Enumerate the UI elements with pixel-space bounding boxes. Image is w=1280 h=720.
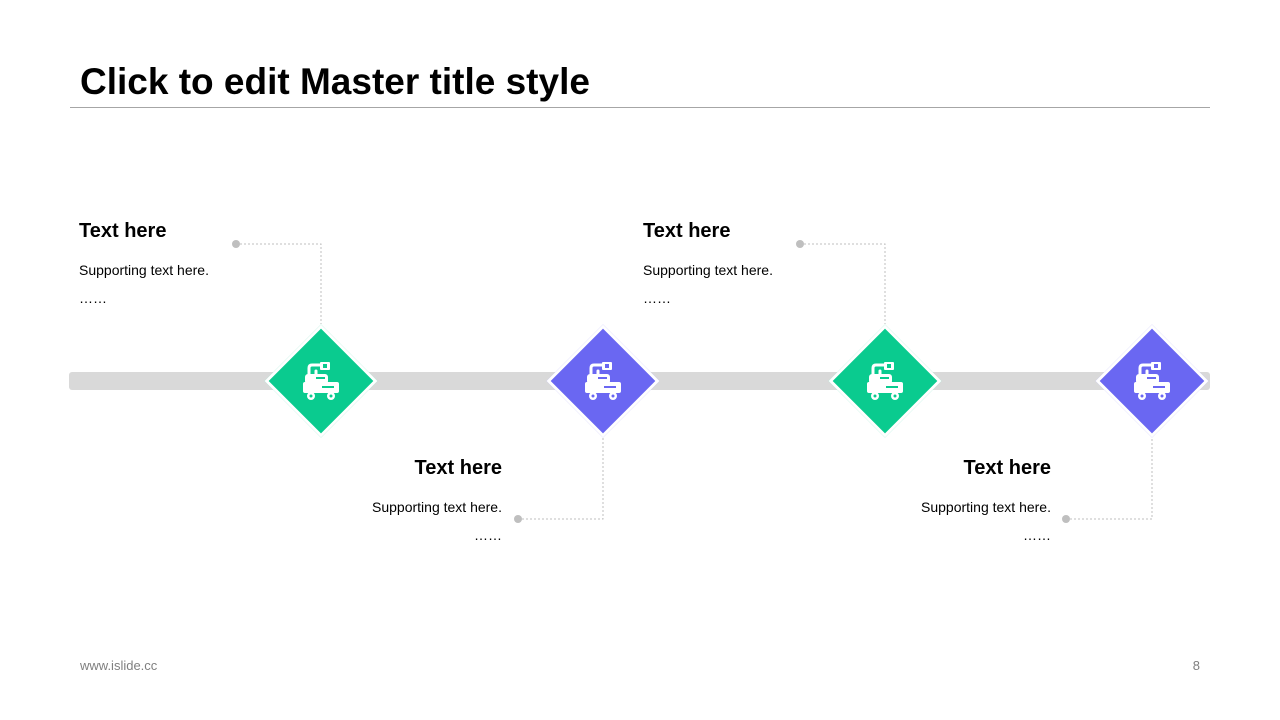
step-3-title[interactable]: Text here [643, 220, 731, 242]
crane-truck-icon [579, 357, 627, 405]
step-1-title[interactable]: Text here [79, 220, 167, 242]
page-number: 8 [1192, 658, 1200, 673]
step-2-dots[interactable]: …… [474, 527, 502, 543]
connector-line-3 [800, 243, 886, 324]
connector-line-1 [236, 243, 322, 324]
connector-dot-2 [514, 515, 522, 523]
connector-line-2 [518, 438, 604, 520]
step-4-title[interactable]: Text here [963, 457, 1051, 479]
title-underline [70, 107, 1210, 108]
step-4-body[interactable]: Supporting text here. [921, 499, 1051, 515]
crane-truck-icon [861, 357, 909, 405]
slide-title[interactable]: Click to edit Master title style [80, 61, 590, 102]
connector-line-4 [1066, 438, 1153, 520]
step-3-body[interactable]: Supporting text here. [643, 262, 773, 278]
connector-dot-4 [1062, 515, 1070, 523]
step-1-dots[interactable]: …… [79, 290, 107, 306]
crane-truck-icon [1128, 357, 1176, 405]
step-1-body[interactable]: Supporting text here. [79, 262, 209, 278]
step-2-body[interactable]: Supporting text here. [372, 499, 502, 515]
step-3-dots[interactable]: …… [643, 290, 671, 306]
connector-dot-3 [796, 240, 804, 248]
crane-truck-icon [297, 357, 345, 405]
step-4-dots[interactable]: …… [1023, 527, 1051, 543]
step-2-title[interactable]: Text here [414, 457, 502, 479]
connector-dot-1 [232, 240, 240, 248]
footer-url: www.islide.cc [80, 658, 158, 673]
